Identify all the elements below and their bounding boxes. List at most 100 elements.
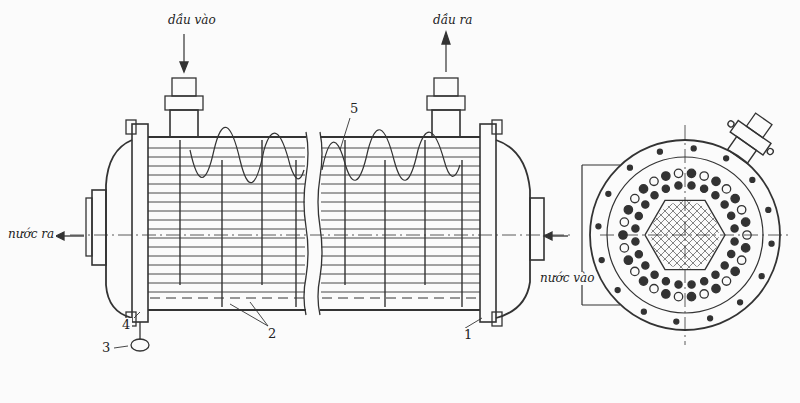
drawing-stroke: [743, 231, 751, 239]
drawing-stroke: [687, 169, 695, 177]
drawing-stroke: [700, 290, 708, 298]
drawing-stroke: [700, 185, 707, 192]
drawing-stroke: [712, 284, 720, 292]
drawing-stroke: [620, 218, 628, 226]
drawing-stroke: [741, 218, 749, 226]
drawing-stroke: [624, 206, 632, 214]
drawing-stroke: [769, 241, 774, 246]
drawing-stroke: [639, 277, 647, 285]
drawing-stroke: [148, 256, 305, 257]
drawing-stroke: [641, 309, 646, 314]
drawing-stroke: [737, 256, 745, 264]
drawing-stroke: [148, 220, 305, 221]
drawing-stroke: [687, 292, 695, 300]
drawing-stroke: [148, 166, 305, 167]
drawing-stroke: [148, 238, 305, 239]
drawing-stroke: [650, 177, 658, 185]
drawing-stroke: [321, 292, 480, 293]
drawing-stroke: [606, 191, 611, 196]
drawing-stroke: [635, 251, 642, 258]
drawing-stroke: [675, 182, 682, 189]
drawing-stroke: [662, 185, 669, 192]
drawing-stroke: [642, 201, 649, 208]
drawing-stroke: [599, 258, 604, 263]
drawing-stroke: [697, 247, 716, 266]
drawing-stroke: [724, 156, 729, 161]
drawing-stroke: [759, 274, 764, 279]
drawing-stroke: [728, 250, 735, 257]
drawing-stroke: [731, 194, 739, 202]
drawing-stroke: [148, 193, 305, 194]
drawing-stroke: [680, 202, 719, 241]
drawing-stroke: [615, 288, 620, 293]
drawing-stroke: [148, 265, 305, 266]
callout-number: 4: [120, 318, 132, 332]
drawing-stroke: [731, 267, 739, 275]
drawing-stroke: [741, 244, 749, 252]
drawing-stroke: [148, 148, 305, 149]
drawing-stroke: [596, 224, 601, 229]
drawing-stroke: [722, 185, 730, 193]
drawing-stroke: [701, 278, 708, 285]
callout-number: 2: [266, 327, 278, 341]
drawing-stroke: [642, 262, 649, 269]
drawing-stroke: [700, 172, 708, 180]
drawing-stroke: [148, 184, 305, 185]
drawing-stroke: [624, 256, 632, 264]
flow-label: dầu vào: [166, 14, 218, 27]
drawing-stroke: [687, 237, 719, 269]
drawing-stroke: [148, 283, 305, 284]
drawing-stroke: [731, 238, 738, 245]
drawing-stroke: [691, 146, 696, 151]
drawing-stroke: [148, 292, 305, 293]
drawing-stroke: [738, 300, 743, 305]
drawing-stroke: [650, 284, 658, 292]
flow-label: nước ra: [6, 228, 56, 241]
callout-number: 3: [100, 341, 112, 355]
drawing-stroke: [731, 225, 738, 232]
drawing-stroke: [721, 201, 728, 208]
drawing-stroke: [673, 203, 716, 246]
drawing-stroke: [631, 267, 639, 275]
drawing-stroke: [675, 281, 682, 288]
drawing-stroke: [635, 212, 642, 219]
drawing-stroke: [653, 203, 672, 222]
drawing-stroke: [712, 271, 719, 278]
drawing-stroke: [651, 192, 658, 199]
drawing-stroke: [662, 290, 670, 298]
drawing-stroke: [652, 230, 691, 269]
drawing-stroke: [148, 274, 305, 275]
drawing-stroke: [737, 206, 745, 214]
drawing-stroke: [651, 237, 683, 269]
drawing-stroke: [697, 203, 716, 222]
drawing-stroke: [712, 177, 720, 185]
drawing-stroke: [673, 223, 716, 266]
flow-label: dầu ra: [431, 14, 474, 27]
drawing-stroke: [631, 194, 639, 202]
drawing-stroke: [722, 277, 730, 285]
drawing-stroke: [148, 211, 305, 212]
drawing-stroke: [766, 207, 771, 212]
drawing-stroke: [657, 149, 662, 154]
callout-number: 5: [348, 102, 360, 116]
drawing-stroke: [148, 229, 305, 230]
drawing-stroke: [674, 292, 682, 300]
drawing-stroke: [653, 247, 672, 266]
drawing-stroke: [652, 202, 691, 241]
drawing-stroke: [639, 185, 647, 193]
drawing-stroke: [653, 203, 696, 246]
drawing-stroke: [148, 157, 305, 158]
drawing-stroke: [148, 247, 305, 248]
drawing-stroke: [632, 225, 639, 232]
drawing-stroke: [651, 201, 683, 233]
callout-number: 1: [462, 328, 474, 342]
drawing-stroke: [708, 316, 713, 321]
drawing-stroke: [721, 262, 728, 269]
drawing-stroke: [148, 175, 305, 176]
drawing-stroke: [620, 244, 628, 252]
drawing-stroke: [651, 271, 658, 278]
drawing-stroke: [680, 230, 719, 269]
drawing-stroke: [688, 182, 695, 189]
